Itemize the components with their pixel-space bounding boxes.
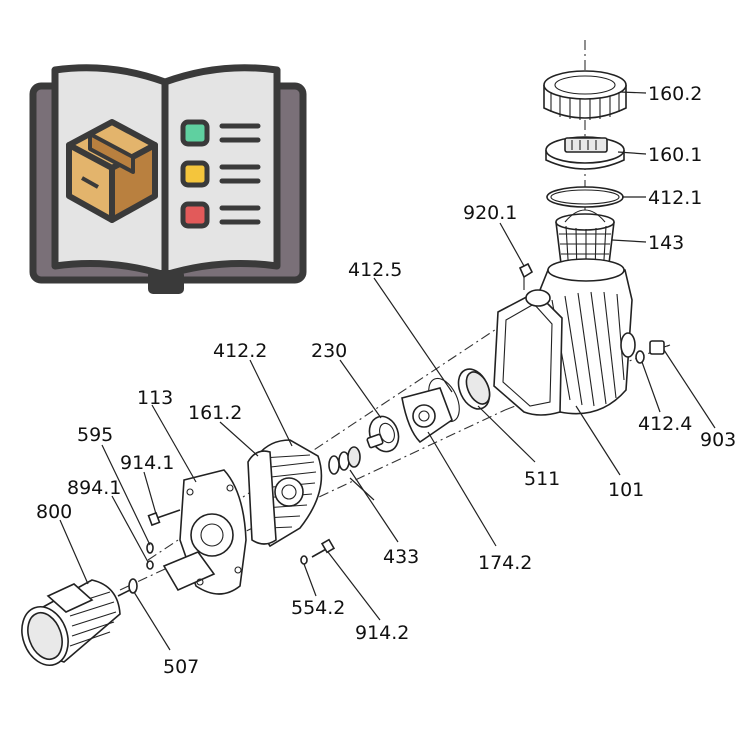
label-511: 511 <box>524 468 560 490</box>
part-412-4-o-ring <box>635 350 645 364</box>
part-595-washer <box>146 542 154 554</box>
label-920-1: 920.1 <box>463 202 517 224</box>
label-143: 143 <box>648 232 684 254</box>
label-800: 800 <box>36 501 72 523</box>
label-161-2: 161.2 <box>188 402 242 424</box>
label-412-4: 412.4 <box>638 413 692 435</box>
label-230: 230 <box>311 340 347 362</box>
label-160-2: 160.2 <box>648 83 702 105</box>
label-903: 903 <box>700 429 736 451</box>
label-174-2: 174.2 <box>478 552 532 574</box>
part-161-2-gasket <box>247 450 277 545</box>
label-507: 507 <box>163 656 199 678</box>
label-101: 101 <box>608 479 644 501</box>
part-160-2-lid-ring <box>543 70 627 120</box>
label-894-1: 894.1 <box>67 477 121 499</box>
label-160-1: 160.1 <box>648 144 702 166</box>
part-894-1-bolt <box>146 560 154 570</box>
part-160-1-lid <box>545 136 625 170</box>
open-book-icon <box>29 64 307 294</box>
checklist-icon <box>180 119 261 229</box>
label-595: 595 <box>77 424 113 446</box>
part-800-motor <box>21 579 131 666</box>
label-554-2: 554.2 <box>291 597 345 619</box>
part-101-pump-housing <box>493 258 636 416</box>
label-914-1: 914.1 <box>120 452 174 474</box>
part-914-2-screw <box>311 538 336 558</box>
package-box-icon <box>66 119 158 223</box>
part-511-ring <box>457 368 491 410</box>
part-507-slinger <box>128 578 138 594</box>
label-433: 433 <box>383 546 419 568</box>
label-113: 113 <box>137 387 173 409</box>
part-412-1-o-ring <box>546 186 624 208</box>
part-914-1-screw <box>147 509 181 527</box>
leader-lines <box>59 91 716 651</box>
part-174-2-diffuser <box>401 387 453 444</box>
part-230-impeller <box>366 415 400 453</box>
label-914-2: 914.2 <box>355 622 409 644</box>
part-433-mechanical-seal <box>328 446 361 475</box>
label-412-2: 412.2 <box>213 340 267 362</box>
label-412-1: 412.1 <box>648 187 702 209</box>
part-903-drain-plug <box>649 340 671 355</box>
callout-labels: 160.2 160.1 412.1 143 920.1 412.5 412.2 … <box>36 83 736 678</box>
part-113-motor-bracket <box>162 469 247 595</box>
label-412-5: 412.5 <box>348 259 402 281</box>
part-920-1-nut <box>518 262 534 279</box>
part-554-2-washer <box>300 555 308 565</box>
